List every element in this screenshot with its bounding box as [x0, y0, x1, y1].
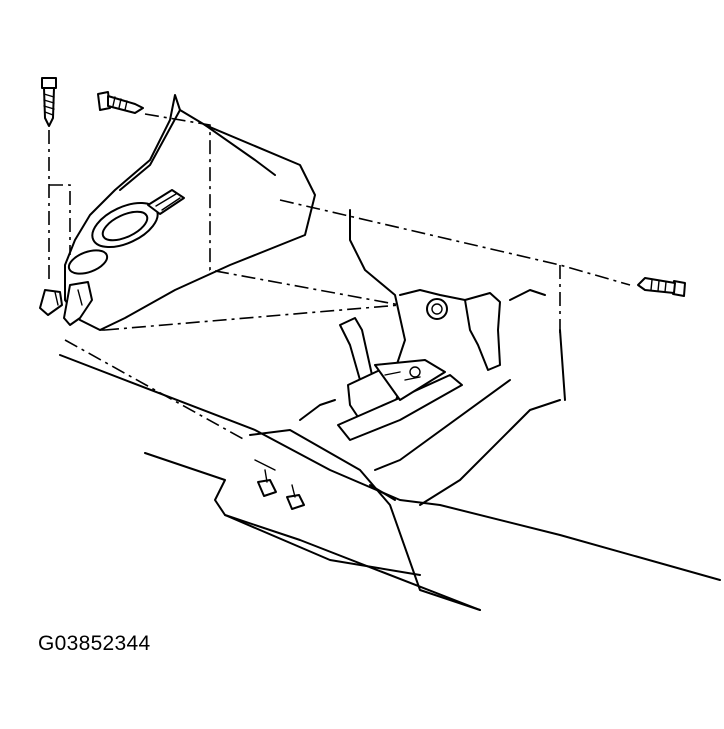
console-icon — [39, 94, 406, 371]
figure-code: G03852344 — [38, 632, 151, 655]
floor-tunnel — [59, 329, 721, 611]
floor-tabs — [257, 469, 305, 510]
shift-lever-icon — [337, 317, 463, 441]
leader-lines — [48, 113, 631, 441]
screw-icon — [41, 77, 57, 127]
rear-bracket — [399, 289, 546, 371]
screw-icon — [97, 91, 144, 114]
screw-icon — [637, 277, 686, 297]
